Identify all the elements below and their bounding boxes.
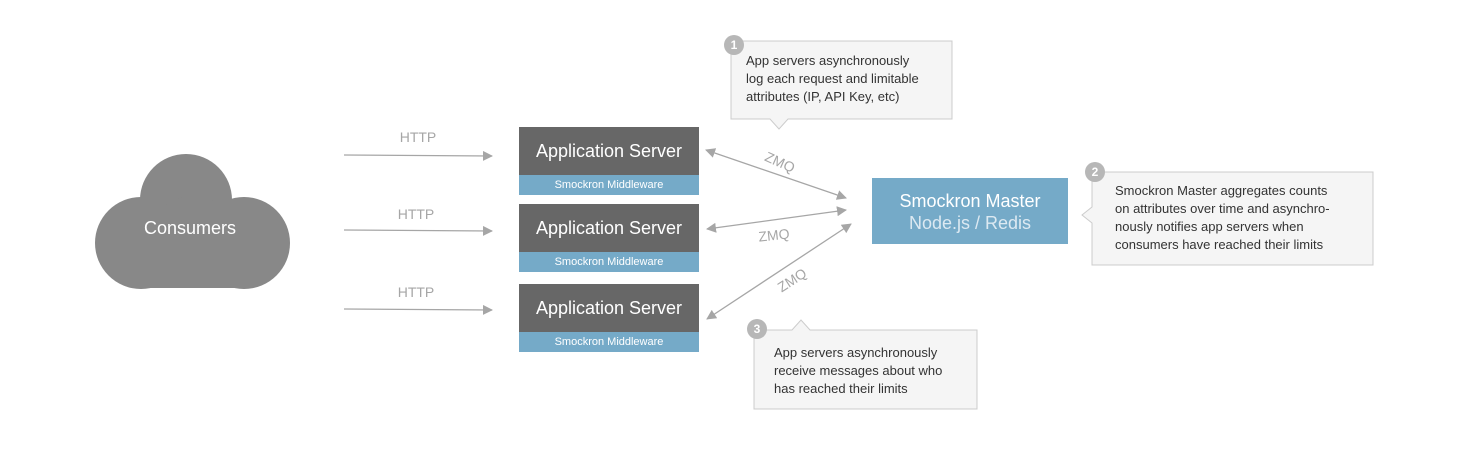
server-middleware: Smockron Middleware [519, 175, 699, 195]
note-line: nously notifies app servers when [1115, 219, 1304, 234]
zmq-arrow-1 [705, 148, 847, 200]
http-arrow-1 [343, 150, 493, 161]
server-title: Application Server [519, 127, 699, 175]
http-label-2: HTTP [397, 206, 435, 222]
master-subtitle: Node.js / Redis [908, 213, 1032, 233]
note-callout-1 [730, 40, 953, 130]
server-middleware: Smockron Middleware [519, 252, 699, 272]
smockron-master: Smockron Master Node.js / Redis [872, 178, 1068, 244]
server-title: Application Server [519, 204, 699, 252]
note-line: receive messages about who [774, 363, 943, 378]
zmq-arrow-3 [706, 223, 852, 320]
note-callout-2 [1081, 171, 1374, 266]
note-line: on attributes over time and asynchro- [1115, 201, 1330, 216]
master-title: Smockron Master [899, 191, 1041, 211]
note-line: log each request and limitable [746, 71, 919, 86]
note-callout-3 [753, 319, 978, 410]
application-server-3: Application Server Smockron Middleware [519, 284, 699, 352]
http-arrow-3 [343, 304, 493, 315]
note-text-2: Smockron Master aggregates counts on att… [1115, 182, 1330, 254]
application-server-2: Application Server Smockron Middleware [519, 204, 699, 272]
server-title: Application Server [519, 284, 699, 332]
note-badge-3: 3 [747, 319, 767, 339]
note-line: consumers have reached their limits [1115, 237, 1324, 252]
server-middleware: Smockron Middleware [519, 332, 699, 352]
http-arrow-2 [343, 225, 493, 236]
note-badge-1: 1 [724, 35, 744, 55]
consumers-cloud-icon [95, 154, 290, 289]
note-line: App servers asynchronously [746, 53, 910, 68]
note-line: attributes (IP, API Key, etc) [746, 89, 900, 104]
consumers-label: Consumers [143, 218, 237, 238]
note-badge-2: 2 [1085, 162, 1105, 182]
note-line: has reached their limits [774, 381, 908, 396]
http-label-1: HTTP [399, 129, 437, 145]
note-text-3: App servers asynchronously receive messa… [774, 344, 942, 398]
note-line: App servers asynchronously [774, 345, 938, 360]
application-server-1: Application Server Smockron Middleware [519, 127, 699, 195]
http-label-3: HTTP [397, 284, 435, 300]
note-text-1: App servers asynchronously log each requ… [746, 52, 919, 106]
note-line: Smockron Master aggregates counts [1115, 183, 1328, 198]
